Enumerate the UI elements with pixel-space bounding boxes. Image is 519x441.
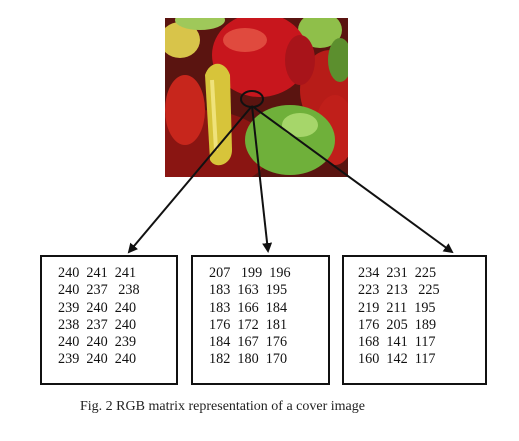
- red-matrix-box: 240 241 241 240 237 238 239 240 240 238 …: [40, 255, 178, 385]
- figure-caption: Fig. 2 RGB matrix representation of a co…: [80, 399, 365, 414]
- green-matrix-box: 207 199 196 183 163 195 183 166 184 176 …: [191, 255, 330, 385]
- matrix-row: 240 240 239: [58, 334, 137, 351]
- matrix-row: 168 141 117: [358, 334, 436, 351]
- arrow-to-blue-matrix: [251, 105, 454, 254]
- arrow-to-red-matrix: [127, 105, 253, 254]
- matrix-row: 184 167 176: [209, 334, 288, 351]
- matrix-row: 240 237 238: [58, 282, 140, 299]
- arrow-to-green-matrix: [251, 105, 273, 253]
- matrix-row: 160 142 117: [358, 351, 436, 368]
- matrix-row: 176 172 181: [209, 316, 288, 333]
- matrix-row: 238 237 240: [58, 316, 137, 333]
- matrix-row: 239 240 240: [58, 351, 137, 368]
- matrix-row: 183 166 184: [209, 299, 288, 316]
- matrix-row: 234 231 225: [358, 265, 437, 281]
- peppers-image: [165, 18, 348, 177]
- matrix-row: 240 241 241: [58, 265, 137, 281]
- matrix-row: 207 199 196: [209, 265, 291, 281]
- blue-matrix-box: 234 231 225 223 213 225 219 211 195 176 …: [342, 255, 487, 385]
- matrix-row: 223 213 225: [358, 282, 440, 299]
- matrix-row: 182 180 170: [209, 351, 288, 368]
- matrix-row: 219 211 195: [358, 299, 436, 316]
- matrix-row: 176 205 189: [358, 316, 437, 333]
- matrix-row: 239 240 240: [58, 299, 137, 316]
- matrix-row: 183 163 195: [209, 282, 288, 299]
